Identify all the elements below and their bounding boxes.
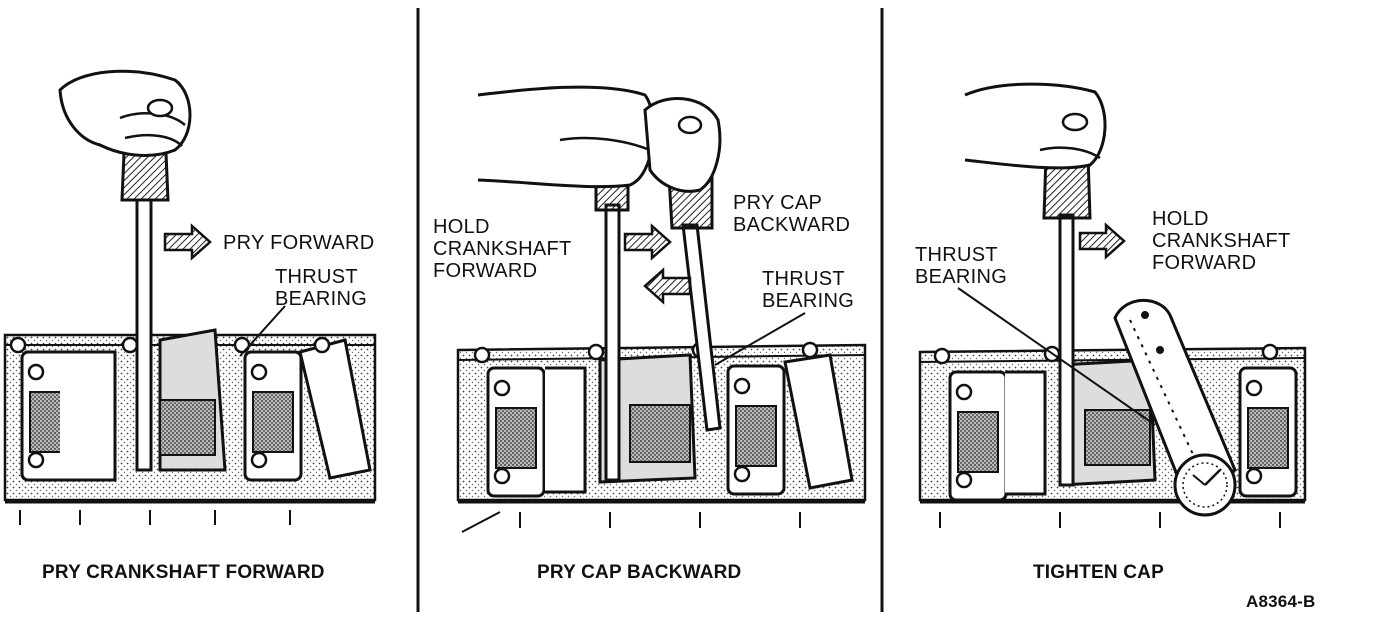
panel-2-thrust-bearing-label: THRUST BEARING	[762, 268, 854, 312]
thrust-line-1: THRUST	[915, 244, 998, 266]
panel-3-caption: TIGHTEN CAP	[1033, 562, 1164, 583]
thrust-line-2: BEARING	[762, 290, 855, 312]
thrust-line-2: BEARING	[275, 288, 368, 310]
panel-1-pry-forward-arrow	[163, 223, 212, 261]
hold-line-2: CRANKSHAFT	[433, 238, 572, 260]
panel-1-caption: PRY CRANKSHAFT FORWARD	[42, 562, 325, 583]
panel-2-left-hand	[477, 85, 655, 189]
panel-3-dial-gauge	[1173, 453, 1237, 517]
pry-line-1: PRY CAP	[733, 192, 823, 214]
panel-1-hand	[58, 69, 192, 157]
panel-2-engine-block	[456, 341, 867, 533]
panel-2-left-screwdriver	[594, 183, 630, 482]
panel-2-thrust-leader	[714, 312, 806, 366]
panel-1-engine-block	[3, 328, 377, 525]
panel-3-engine-block	[918, 343, 1307, 528]
panel-3-hold-crankshaft-label: HOLD CRANKSHAFT FORWARD	[1152, 208, 1291, 274]
panel-3-thrust-bearing-label: THRUST BEARING	[915, 244, 1007, 288]
panel-3-thrust-leader	[957, 287, 1156, 426]
panel-3-torque-wrench	[1113, 298, 1237, 498]
hold-line-3: FORWARD	[433, 260, 538, 282]
panel-2-forward-arrow	[623, 223, 672, 261]
panel-2-pry-cap-label: PRY CAP BACKWARD	[733, 192, 850, 236]
thrust-line-1: THRUST	[275, 266, 358, 288]
panel-1-pry-forward-label: PRY FORWARD	[223, 232, 375, 254]
panel-3-forward-arrow	[1078, 222, 1126, 260]
panel-2-backward-arrow	[643, 267, 692, 305]
panel-2-caption: PRY CAP BACKWARD	[537, 562, 742, 583]
thrust-line-2: BEARING	[915, 266, 1008, 288]
hold-line-1: HOLD	[1152, 208, 1209, 230]
panel-3-hand	[964, 82, 1107, 170]
figure-id: A8364-B	[1246, 592, 1316, 611]
hold-line-3: FORWARD	[1152, 252, 1257, 274]
panel-1-thrust-leader	[239, 305, 286, 357]
panel-2-right-hand	[643, 97, 722, 193]
hold-line-2: CRANKSHAFT	[1152, 230, 1291, 252]
pry-line-2: BACKWARD	[733, 214, 851, 236]
panel-2-hold-crankshaft-label: HOLD CRANKSHAFT FORWARD	[433, 216, 572, 282]
hold-line-1: HOLD	[433, 216, 490, 238]
thrust-line-1: THRUST	[762, 268, 845, 290]
panel-1-thrust-bearing-label: THRUST BEARING	[275, 266, 367, 310]
